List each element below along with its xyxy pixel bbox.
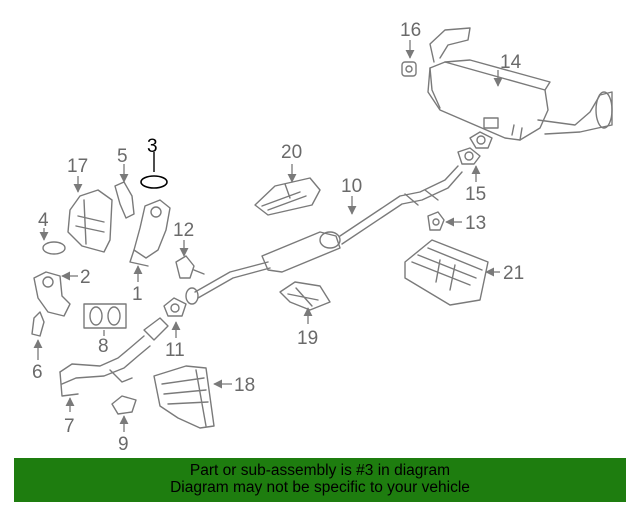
part-4-gasket	[42, 241, 66, 255]
part-9-gasket	[111, 395, 137, 415]
callout-11[interactable]: 11	[165, 340, 185, 361]
part-2-manifold	[33, 271, 71, 317]
part-6-bracket	[31, 311, 45, 337]
callout-13[interactable]: 13	[465, 213, 486, 234]
info-banner: Part or sub-assembly is #3 in diagram Di…	[14, 458, 626, 502]
callout-5[interactable]: 5	[117, 146, 128, 167]
part-flange	[469, 131, 493, 149]
callout-6[interactable]: 6	[32, 362, 43, 383]
banner-line-disclaimer: Diagram may not be specific to your vehi…	[170, 479, 470, 496]
callout-16[interactable]: 16	[400, 20, 421, 41]
part-20-heat-shield	[254, 177, 321, 216]
part-7-front-pipe	[59, 317, 169, 397]
callout-14[interactable]: 14	[500, 52, 522, 73]
part-17-heat-shield	[67, 189, 113, 253]
callout-17[interactable]: 17	[67, 156, 88, 177]
part-11-gasket	[163, 297, 187, 317]
callout-21[interactable]: 21	[503, 263, 524, 284]
part-12-hanger	[175, 255, 205, 279]
exhaust-system-diagram: 3 5 17 4 2 1 12 11 8 6 7 9 18 20 10 19 1…	[31, 20, 613, 455]
callout-9[interactable]: 9	[118, 434, 129, 455]
callout-18[interactable]: 18	[234, 375, 255, 396]
callout-8[interactable]: 8	[98, 336, 109, 357]
part-5-bracket	[114, 181, 135, 219]
callout-20[interactable]: 20	[281, 142, 302, 163]
part-8-gaskets	[83, 303, 127, 329]
part-3-gasket	[140, 175, 168, 189]
callout-15[interactable]: 15	[465, 184, 486, 205]
part-21-heat-shield	[404, 239, 489, 306]
part-18-heat-shield	[153, 365, 215, 429]
callout-1[interactable]: 1	[132, 284, 143, 305]
part-16-hanger	[401, 61, 417, 77]
callout-7[interactable]: 7	[64, 416, 75, 437]
callout-3[interactable]: 3	[147, 136, 158, 157]
callout-12[interactable]: 12	[173, 220, 194, 241]
part-1-converter	[129, 199, 171, 267]
callout-4[interactable]: 4	[38, 210, 49, 231]
part-15-gasket	[457, 147, 481, 165]
part-14-muffler	[427, 27, 613, 141]
part-10-center-pipe	[185, 165, 463, 305]
part-19-heat-shield	[279, 281, 331, 311]
callout-19[interactable]: 19	[297, 328, 318, 349]
leader-lines	[33, 40, 503, 432]
callout-2[interactable]: 2	[80, 267, 91, 288]
callout-10[interactable]: 10	[341, 176, 362, 197]
part-13-hanger	[427, 211, 445, 231]
banner-line-part: Part or sub-assembly is #3 in diagram	[189, 462, 451, 479]
